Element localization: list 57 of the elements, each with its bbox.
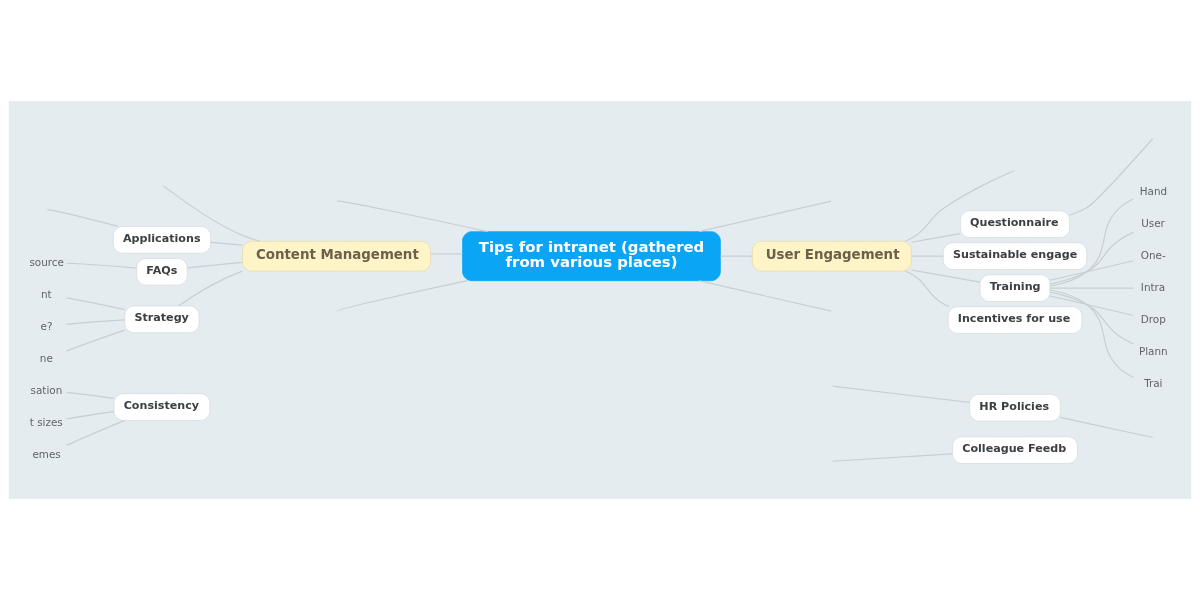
node-box: User Engagement [751,240,912,272]
connector [66,297,126,311]
node-box: FAQs [136,258,188,286]
connector [336,200,489,233]
connector [1049,231,1134,285]
connector [1049,289,1134,378]
connector [178,270,243,307]
node-text: t sizes [29,416,63,429]
node-box: Colleague Feedb [952,436,1078,464]
connector [698,200,832,233]
connector [336,280,468,312]
node-text: One- [1140,248,1166,261]
connector [1069,138,1154,216]
connector [66,419,126,446]
node-text: Hand [1139,185,1168,197]
node-text: Drop [1140,312,1166,325]
node-box: Tips for intranet (gathered from various places) [462,231,721,282]
node-box: Applications [112,226,211,254]
connector [66,262,138,269]
connector [186,261,244,269]
connector [904,170,1015,242]
connector [162,185,261,242]
connector [66,319,126,325]
node-text: sation [30,384,63,397]
connector [66,411,115,420]
node-box: Consistency [113,393,211,421]
node-text: Trai [1144,376,1163,389]
connector [832,453,954,462]
connector [698,280,832,312]
connector [1049,295,1134,317]
connector [904,270,950,308]
connector [66,391,115,399]
node-box: Questionnaire [960,210,1070,238]
connector [1049,291,1134,345]
connector [66,329,126,352]
connector [910,233,961,243]
connector [1049,198,1134,287]
connector [46,209,119,227]
node-box: Sustainable engage [942,242,1088,270]
connector [832,385,971,404]
node-box: Training [979,274,1051,302]
connector [210,241,243,246]
node-text: User [1141,216,1165,229]
node-text: e? [40,320,53,333]
node-text: emes [32,448,61,461]
connector [1059,416,1154,439]
node-box: Strategy [124,305,200,334]
node-text: Intra [1140,280,1166,293]
node-box: Content Management [242,240,431,272]
node-text: ne [39,352,53,365]
connector [910,269,981,283]
node-box: Incentives for use [947,306,1083,334]
node-text: source [29,256,64,269]
connector [1049,260,1134,281]
node-box: HR Policies [969,394,1061,422]
node-text: nt [40,288,52,301]
node-text: Plann [1138,344,1168,357]
